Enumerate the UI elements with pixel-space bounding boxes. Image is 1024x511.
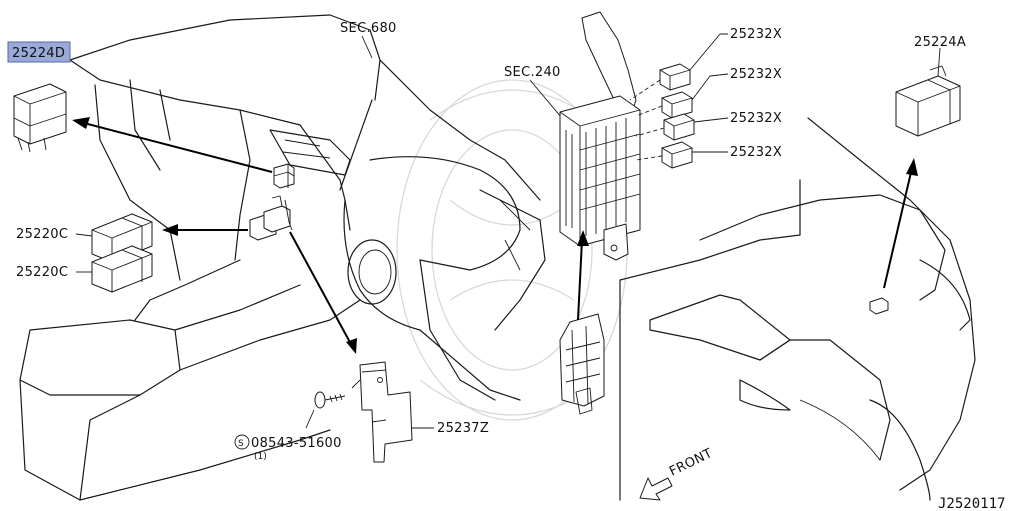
relay-25224d	[13, 83, 67, 153]
bracket-25237z	[359, 361, 413, 463]
relay-cluster-in-dash	[249, 195, 293, 241]
fuse-junction-block	[559, 11, 641, 261]
arrow-center	[577, 230, 589, 321]
leader-sec-680	[361, 35, 373, 59]
part-25224d-callout[interactable]: 25224D	[7, 41, 71, 63]
relay-in-dash	[273, 163, 295, 189]
label-sec-680: SEC.680	[340, 21, 397, 36]
label-25220c-upper: 25220C	[16, 227, 68, 242]
leader-screw	[351, 379, 361, 389]
label-sec-240: SEC.240	[504, 65, 561, 80]
arrows-left	[72, 117, 357, 354]
relay-25220c-lower	[91, 245, 153, 293]
label-screw-code: 08543-51600	[251, 436, 342, 451]
diagram-id: J2520117	[938, 496, 1005, 511]
label-25224d: 25224D	[12, 46, 65, 61]
label-25237z: 25237Z	[437, 421, 489, 436]
label-25232x-4: 25232X	[730, 145, 782, 160]
rear-body-panel	[619, 117, 976, 501]
leader-25220c	[75, 233, 93, 273]
relay-25232x-4	[661, 141, 693, 169]
label-front: FRONT	[667, 446, 715, 480]
relay-in-body	[869, 297, 889, 315]
fuse-block-lower	[559, 313, 605, 415]
leader-screw-code	[305, 409, 315, 429]
arrow-right	[883, 158, 918, 289]
label-25232x-3: 25232X	[730, 111, 782, 126]
dashboard-interior	[19, 14, 546, 501]
label-25220c-lower: 25220C	[16, 265, 68, 280]
label-25224a: 25224A	[914, 35, 966, 50]
leader-25224a	[937, 47, 941, 77]
screw-symbol-circle	[234, 434, 250, 450]
screw-symbol: S	[238, 439, 244, 449]
leaders-25232x	[689, 33, 729, 153]
relay-25232x-1	[659, 63, 691, 91]
label-25232x-1: 25232X	[730, 27, 782, 42]
front-direction-arrow	[639, 477, 673, 501]
relay-25232x-3	[663, 113, 695, 141]
label-screw-qty: (1)	[254, 452, 267, 462]
screw-08543-51600	[314, 391, 346, 409]
label-25232x-2: 25232X	[730, 67, 782, 82]
relay-25232x-2	[661, 91, 693, 119]
part-25224d-highlight	[7, 41, 71, 63]
relay-25224a	[895, 65, 961, 137]
